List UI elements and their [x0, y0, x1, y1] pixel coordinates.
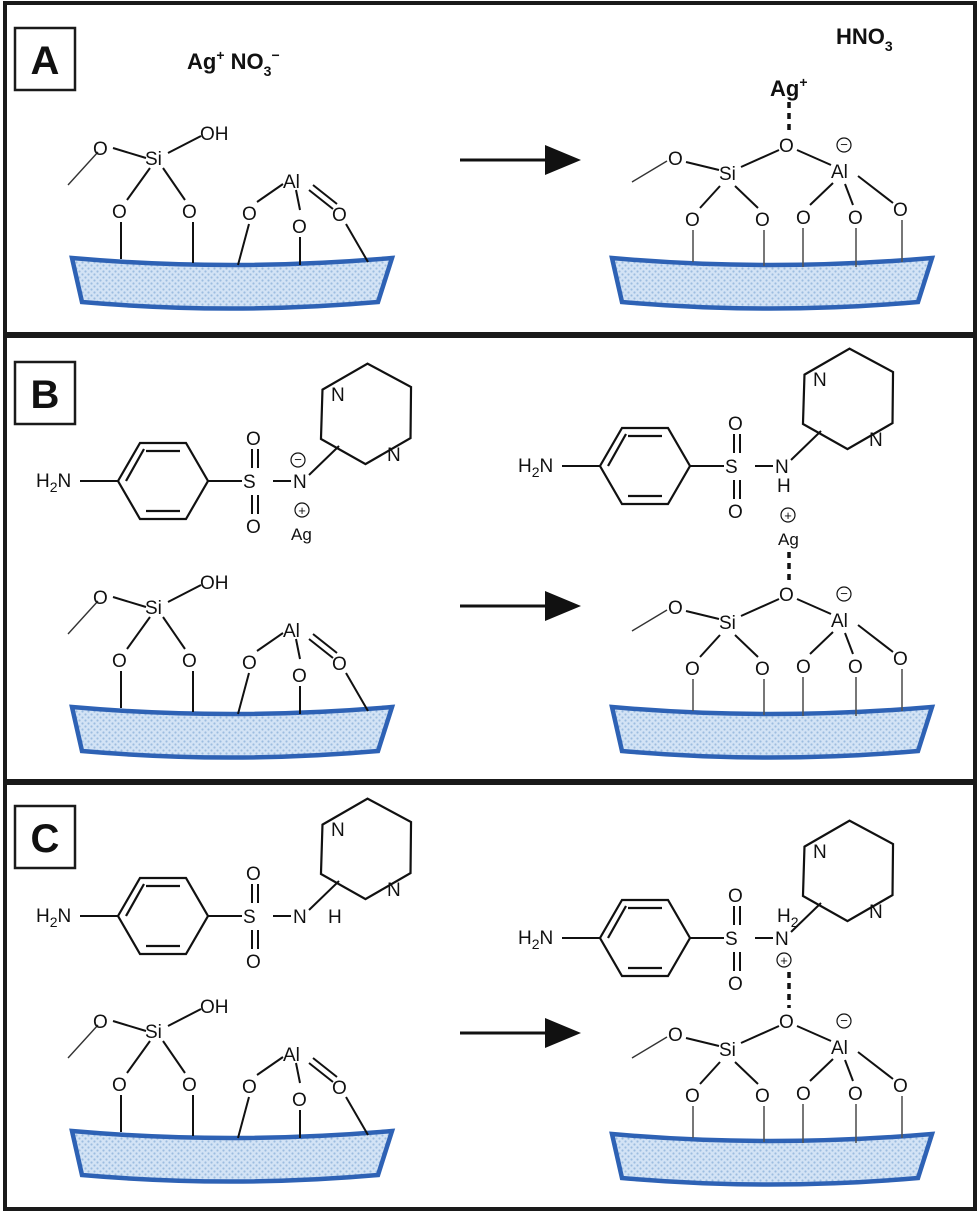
svg-text:N: N	[813, 842, 827, 863]
svg-text:−: −	[294, 452, 302, 467]
zeolite-surface-product-a	[612, 136, 932, 309]
panel-c-frame	[3, 781, 977, 1211]
pyrimidine-ring-b-right: N N	[801, 347, 895, 451]
zeolite-surface-product-b	[612, 585, 932, 758]
svg-text:N: N	[293, 907, 307, 928]
svg-text:N: N	[775, 929, 789, 950]
svg-text:N: N	[387, 445, 401, 466]
zeolite-surface-reactant-c	[68, 997, 392, 1182]
pyrimidine-ring-c-right: N N	[801, 819, 895, 923]
svg-text:H: H	[777, 476, 791, 497]
protonated-sulfadiazine-product-c: H2 N +	[516, 884, 822, 997]
panel-a-letter: A	[31, 39, 60, 83]
svg-text:N: N	[387, 880, 401, 901]
svg-text:N: N	[869, 430, 883, 451]
zeolite-surface-product-c	[612, 1012, 932, 1185]
silver-label-b: Ag	[778, 530, 799, 549]
panel-a-letter-box	[13, 26, 77, 92]
sulfadiazine-product-b: N H	[516, 412, 822, 525]
svg-text:N: N	[293, 472, 307, 493]
panel-b: B N − + Ag N N N H	[3, 334, 977, 783]
panel-c-letter: C	[31, 817, 60, 861]
svg-text:H: H	[328, 907, 342, 928]
svg-text:N: N	[869, 902, 883, 923]
panel-a: A Ag+ NO3− HNO3 Ag+	[3, 1, 977, 336]
silver-cation-label: Ag+	[770, 74, 808, 101]
svg-text:+: +	[784, 508, 792, 523]
svg-text:+: +	[298, 503, 306, 518]
pyrimidine-ring-b-left: N N	[319, 362, 413, 466]
panel-b-letter-box	[13, 360, 77, 426]
nitric-acid-label: HNO3	[836, 24, 893, 54]
silver-nitrate-label: Ag+ NO3−	[187, 47, 280, 79]
svg-text:N: N	[331, 385, 345, 406]
silver-sulfadiazine-reactant: N − + Ag	[34, 427, 340, 544]
svg-text:N: N	[331, 820, 345, 841]
panel-b-letter: B	[31, 373, 60, 417]
panel-c-letter-box	[13, 804, 77, 870]
sulfadiazine-reactant-c: N H	[34, 862, 342, 975]
pyrimidine-ring-c-left: N N	[319, 797, 413, 901]
zeolite-surface-reactant-b	[68, 573, 392, 758]
panel-c: C N H N N H2 N +	[3, 781, 977, 1211]
svg-text:N: N	[813, 370, 827, 391]
zeolite-surface-reactant-a	[68, 124, 392, 309]
svg-text:N: N	[775, 457, 789, 478]
svg-text:H2: H2	[777, 906, 799, 930]
svg-text:Ag: Ag	[291, 525, 312, 544]
silver-charge-b	[780, 507, 796, 523]
svg-text:+: +	[780, 953, 788, 968]
